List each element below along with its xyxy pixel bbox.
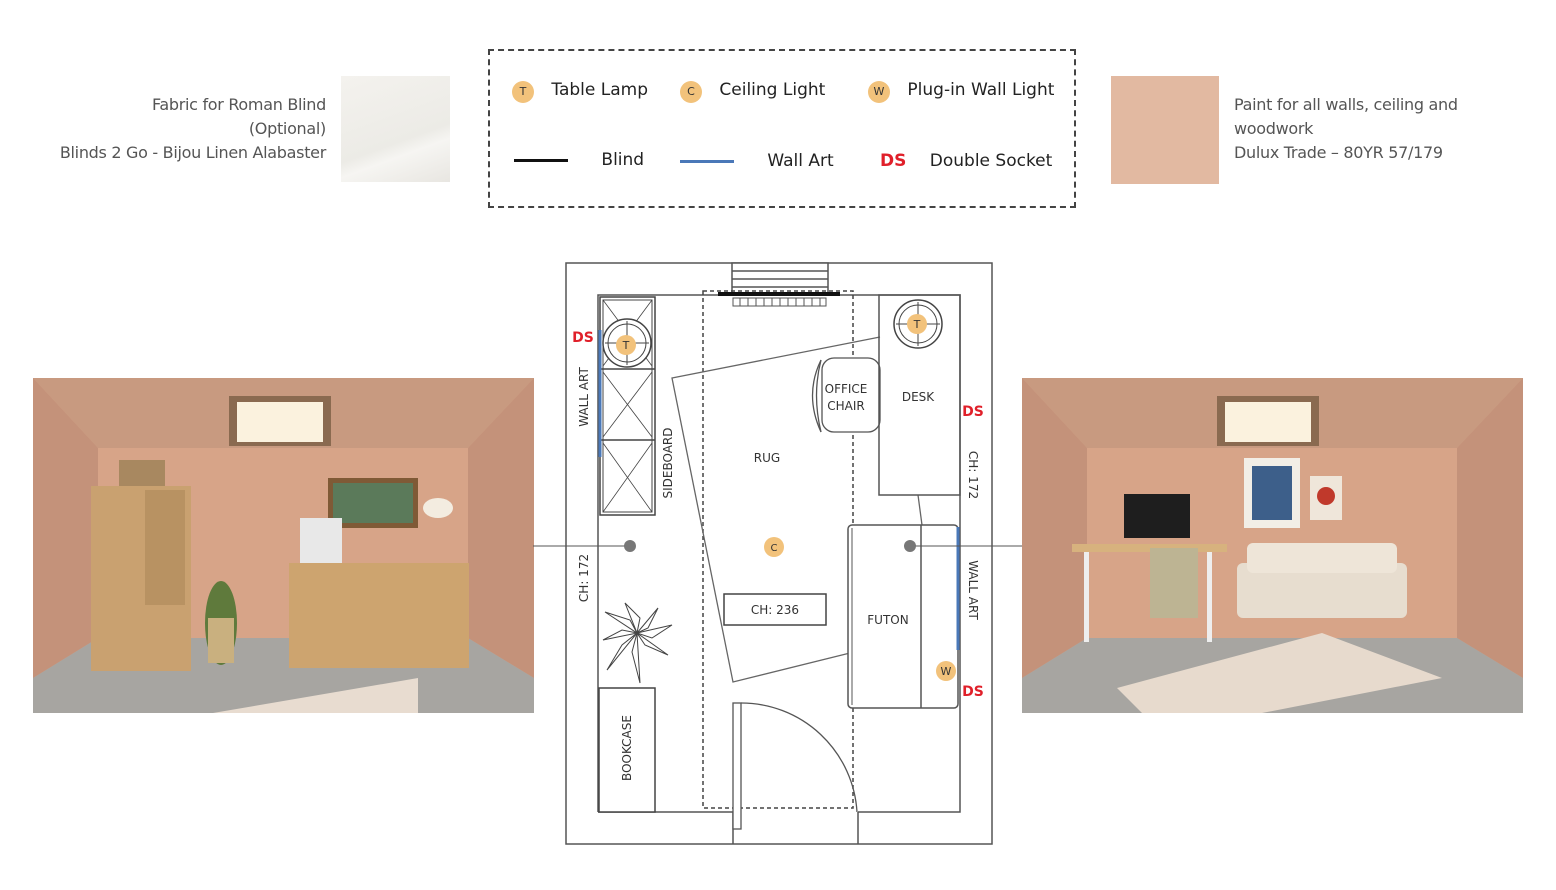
legend-table-lamp: T Table Lamp	[512, 80, 648, 103]
paint-line-2: woodwork	[1234, 119, 1314, 138]
double-socket-left: DS	[572, 330, 594, 346]
fabric-description: Fabric for Roman Blind (Optional) Blinds…	[60, 93, 326, 165]
legend-label: Double Socket	[929, 151, 1053, 171]
bookcase	[598, 687, 656, 813]
double-socket-right-bottom: DS	[962, 684, 984, 700]
ceiling-height-center-box	[723, 593, 827, 626]
ceiling-light-badge-text: C	[771, 543, 778, 554]
wall-light-badge-text: W	[941, 665, 952, 678]
lamp-badge-text: T	[622, 339, 630, 352]
fabric-line-1: Fabric for Roman Blind	[151, 95, 326, 114]
sideboard	[599, 296, 656, 516]
legend-wall-art: Wall Art	[680, 151, 834, 171]
legend-label: Table Lamp	[551, 80, 649, 100]
legend-double-socket: DS Double Socket	[880, 151, 1052, 171]
radiator	[732, 297, 827, 307]
wall-art-label-right: WALL ART	[966, 560, 980, 620]
desk-label: DESK	[902, 390, 935, 404]
legend-label: Plug-in Wall Light	[907, 80, 1055, 100]
double-socket-icon: DS	[880, 151, 907, 171]
door	[732, 702, 858, 830]
double-socket-right-top: DS	[962, 404, 984, 420]
sideboard-label: SIDEBOARD	[661, 427, 675, 498]
office-chair	[811, 357, 881, 433]
legend-ceiling-light: C Ceiling Light	[680, 80, 825, 103]
bookcase-label: BOOKCASE	[620, 715, 634, 781]
room-render-left	[33, 378, 534, 713]
paint-line-3: Dulux Trade – 80YR 57/179	[1234, 143, 1443, 162]
table-lamp-icon	[616, 335, 636, 355]
fabric-line-3: Blinds 2 Go - Bijou Linen Alabaster	[59, 143, 326, 162]
room-render-right-image	[1022, 378, 1523, 713]
room-render-right	[1022, 378, 1523, 713]
lamp-badge-text: T	[913, 318, 921, 331]
ceiling-light-icon	[764, 537, 784, 557]
legend-wall-light: W Plug-in Wall Light	[868, 80, 1054, 103]
wall-art-label-left: WALL ART	[577, 367, 591, 427]
ceiling-height-right: CH: 172	[966, 451, 980, 499]
ceiling-light-icon: C	[680, 81, 702, 103]
desk	[878, 294, 961, 496]
view-marker-left	[533, 540, 636, 552]
plant-icon	[602, 602, 673, 684]
ceiling-height-left: CH: 172	[577, 554, 591, 602]
view-marker-right	[904, 540, 1022, 552]
office-chair-label-1: OFFICE	[825, 382, 868, 396]
table-lamp-left: T	[602, 318, 652, 368]
rug	[671, 336, 923, 683]
legend-label: Ceiling Light	[719, 80, 826, 100]
paint-description: Paint for all walls, ceiling and woodwor…	[1234, 93, 1458, 165]
paint-swatch	[1111, 76, 1219, 184]
office-chair-label-2: CHAIR	[827, 399, 865, 413]
table-lamp-right: T	[893, 299, 943, 349]
paint-line-1: Paint for all walls, ceiling and	[1234, 95, 1458, 114]
futon-label: FUTON	[867, 613, 908, 627]
room-render-left-image	[33, 378, 534, 713]
table-lamp-icon	[907, 314, 927, 334]
legend: T Table Lamp C Ceiling Light W Plug-in W…	[488, 49, 1076, 208]
wall-light-icon: W	[868, 81, 890, 103]
legend-label: Blind	[601, 150, 645, 170]
blind-line-icon	[514, 158, 568, 162]
window	[731, 262, 829, 296]
fabric-swatch	[341, 76, 450, 182]
fabric-line-2: (Optional)	[248, 119, 326, 138]
futon	[847, 524, 959, 709]
table-lamp-icon: T	[512, 81, 534, 103]
wall-light-icon	[936, 661, 956, 681]
rug-label: RUG	[754, 451, 780, 465]
legend-label: Wall Art	[767, 151, 834, 171]
ceiling-height-center: CH: 236	[751, 603, 799, 617]
legend-blind: Blind	[514, 150, 644, 170]
wall-art-line-icon	[680, 159, 734, 163]
